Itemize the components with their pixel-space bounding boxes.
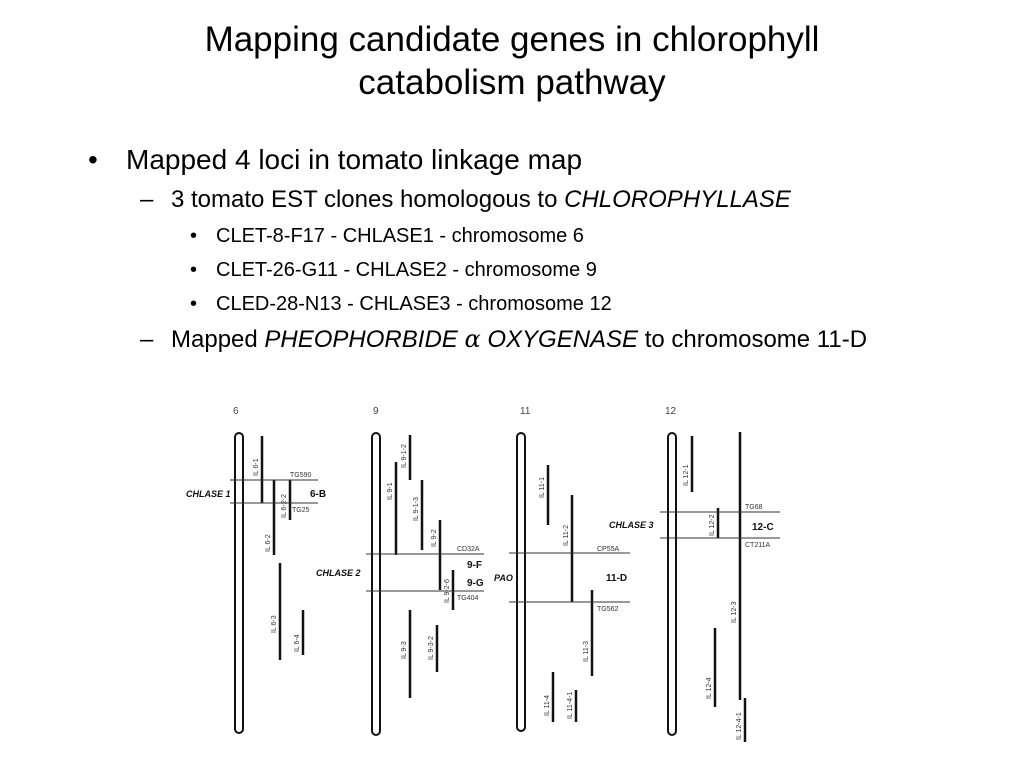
marker-tg68: TG68	[745, 504, 763, 511]
pao-text-prefix: Mapped	[171, 326, 265, 353]
bullet-chlase1: CLET-8-F17 - CHLASE1 - chromosome 6	[216, 225, 584, 247]
bin-12-c: 12-C	[752, 522, 774, 533]
il-label-11-3: IL 11-3	[583, 641, 590, 662]
il-label-9-1-3: IL 9-1-3	[413, 497, 420, 521]
il-label-12-3: IL 12-3	[731, 601, 738, 623]
est-clones-text: 3 tomato EST clones homologous to	[171, 186, 565, 213]
bullet-marker: •	[88, 144, 98, 175]
chromosome-11-backbone	[516, 432, 526, 732]
il-label-9-2: IL 9-2	[431, 529, 438, 547]
il-label-12-4: IL 12-4	[706, 677, 713, 699]
marker-tg25: TG25	[292, 507, 310, 514]
il-label-12-1: IL 12-1	[683, 464, 690, 486]
alpha-symbol: α	[464, 325, 481, 353]
chlorophyllase-gene: CHLOROPHYLLASE	[564, 186, 791, 213]
marker-tg590: TG590	[290, 472, 312, 479]
il-label-6-3: IL 6-3	[271, 615, 278, 633]
il-label-11-1: IL 11-1	[539, 477, 546, 498]
marker-tg562: TG562	[597, 606, 619, 613]
bullet-chlase2: CLET-26-G11 - CHLASE2 - chromosome 9	[216, 259, 597, 281]
chromosome-6-backbone	[234, 432, 244, 734]
bullet-marker: •	[190, 225, 198, 247]
oxygenase-gene: OXYGENASE	[487, 326, 639, 353]
gene-pao: PAO	[494, 573, 513, 583]
marker-ct211a: CT211A	[745, 542, 770, 549]
bullet-chlase3: CLED-28-N13 - CHLASE3 - chromosome 12	[216, 293, 612, 315]
il-label-12-2: IL 12-2	[709, 514, 716, 536]
slide-title-line-2: catabolism pathway	[358, 63, 666, 102]
il-label-6-1: IL 6-1	[253, 458, 260, 476]
bin-11-d: 11-D	[606, 573, 627, 584]
slide-title: Mapping candidate genes in chlorophyll c…	[0, 18, 1024, 104]
pao-text-suffix: to chromosome 11-D	[638, 326, 868, 353]
chromosome-9-backbone	[371, 432, 381, 736]
marker-tg404: TG404	[457, 595, 479, 602]
il-label-11-2: IL 11-2	[563, 525, 570, 546]
bullet-mapped-loci: Mapped 4 loci in tomato linkage map	[126, 144, 583, 175]
bullet-marker: •	[190, 259, 198, 281]
gene-chlase-3: CHLASE 3	[609, 520, 654, 530]
pheophorbide-gene: PHEOPHORBIDE	[264, 326, 458, 353]
il-label-9-3-2: IL 9-3-2	[428, 636, 435, 660]
marker-cd32a: CD32A	[457, 546, 480, 553]
chromosome-12-backbone	[667, 432, 677, 736]
marker-cp55a: CP55A	[597, 546, 620, 553]
bin-9-g: 9-G	[467, 578, 484, 589]
chromosome-12-number: 12	[665, 406, 677, 417]
bin-6-b: 6-B	[310, 489, 326, 500]
il-label-9-3: IL 9-3	[401, 641, 408, 659]
bullet-est-clones: 3 tomato EST clones homologous to CHLORO…	[171, 186, 791, 214]
il-label-9-1: IL 9-1	[387, 482, 394, 500]
chromosome-9-number: 9	[373, 406, 379, 417]
slide-title-line-1: Mapping candidate genes in chlorophyll	[204, 20, 820, 59]
bin-9-f: 9-F	[467, 560, 482, 571]
dash-marker: –	[140, 326, 154, 353]
il-label-9-2-6: IL 9-2-6	[444, 579, 451, 603]
il-label-9-1-2: IL 9-1-2	[401, 444, 408, 468]
il-label-6-2-2: IL 6-2-2	[281, 494, 288, 518]
chromosome-11-number: 11	[520, 406, 531, 417]
gene-chlase-1: CHLASE 1	[186, 489, 231, 499]
il-label-6-4: IL 6-4	[294, 634, 301, 652]
bullet-marker: •	[190, 293, 198, 315]
dash-marker: –	[140, 186, 154, 213]
il-label-12-4-1: IL 12-4-1	[736, 712, 743, 740]
gene-chlase-2: CHLASE 2	[316, 568, 361, 578]
bullet-pao: Mapped PHEOPHORBIDE α OXYGENASE to chrom…	[171, 324, 941, 355]
il-label-11-4: IL 11-4	[544, 695, 551, 716]
il-label-11-4-1: IL 11-4-1	[567, 692, 574, 719]
il-label-6-2: IL 6-2	[265, 534, 272, 552]
chromosome-6-number: 6	[233, 406, 239, 417]
